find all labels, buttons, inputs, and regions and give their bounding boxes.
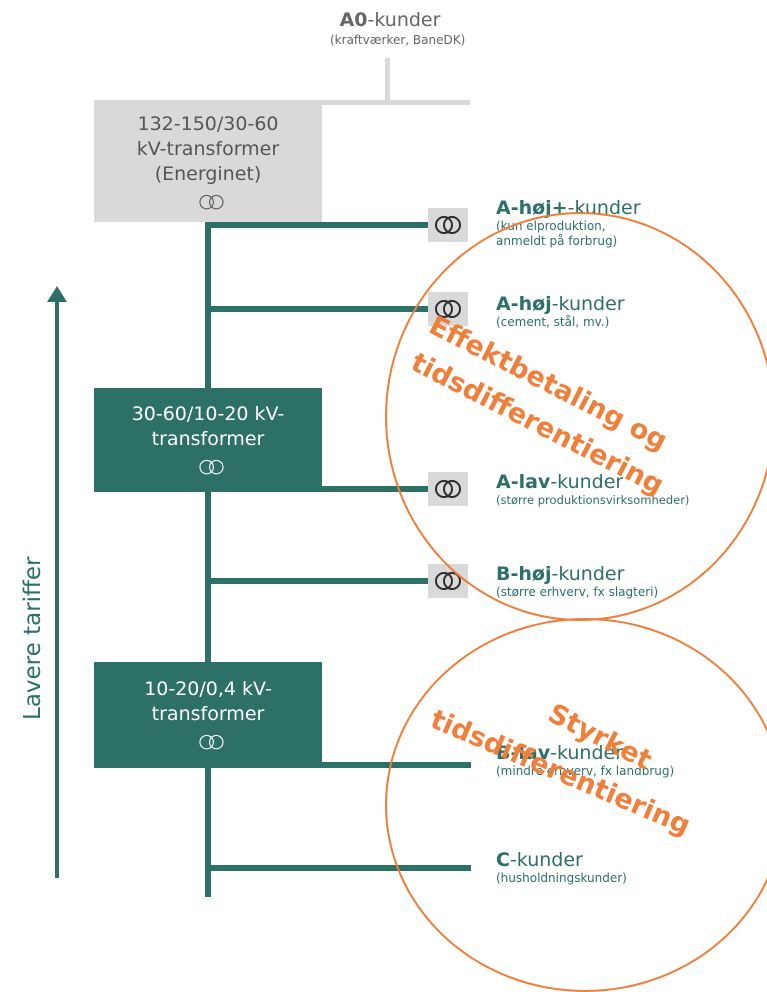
transformer-30-60: 30-60/10-20 kV- transformer ○○ — [94, 388, 322, 492]
branch-b-hoj — [205, 578, 430, 584]
a0-name-bold: A0 — [339, 9, 368, 31]
transformer-energinet-line3: (Energinet) — [154, 163, 262, 185]
a0-name-rest: -kunder — [367, 9, 441, 31]
a0-desc: (kraftværker, BaneDK) — [330, 33, 466, 47]
transformer-30-60-line2: transformer — [151, 427, 265, 450]
transformer-icon: ○○ — [198, 729, 224, 752]
a0-customer-label: A0-kunder (kraftværker, BaneDK) — [330, 8, 466, 48]
transformer-10-20-line1: 10-20/0,4 kV- — [144, 677, 272, 700]
a0-connector-vertical — [385, 58, 390, 102]
a0-connector-horizontal — [94, 100, 470, 105]
main-trunk-line — [205, 222, 211, 897]
highlight-circle-effect — [385, 212, 767, 621]
highlight-circle-strengthened — [385, 618, 767, 992]
transformer-energinet: 132-150/30-60 kV-transformer (Energinet)… — [94, 104, 322, 222]
lower-tariff-arrow-shaft — [55, 300, 59, 878]
up-arrow-icon — [47, 286, 67, 302]
transformer-icon — [428, 208, 468, 242]
branch-a-hoj-plus — [205, 222, 430, 228]
branch-b-lav — [205, 762, 471, 768]
transformer-icon: ○○ — [198, 190, 224, 212]
axis-label-lower-tariffs: Lavere tariffer — [20, 556, 46, 721]
transformer-10-20-line2: transformer — [151, 702, 265, 725]
branch-a-hoj — [205, 306, 430, 312]
branch-c — [205, 865, 471, 871]
transformer-10-20: 10-20/0,4 kV- transformer ○○ — [94, 662, 322, 768]
transformer-energinet-line1: 132-150/30-60 — [137, 113, 279, 135]
transformer-30-60-line1: 30-60/10-20 kV- — [131, 402, 285, 425]
transformer-icon: ○○ — [198, 454, 224, 477]
transformer-energinet-line2: kV-transformer — [136, 138, 280, 160]
